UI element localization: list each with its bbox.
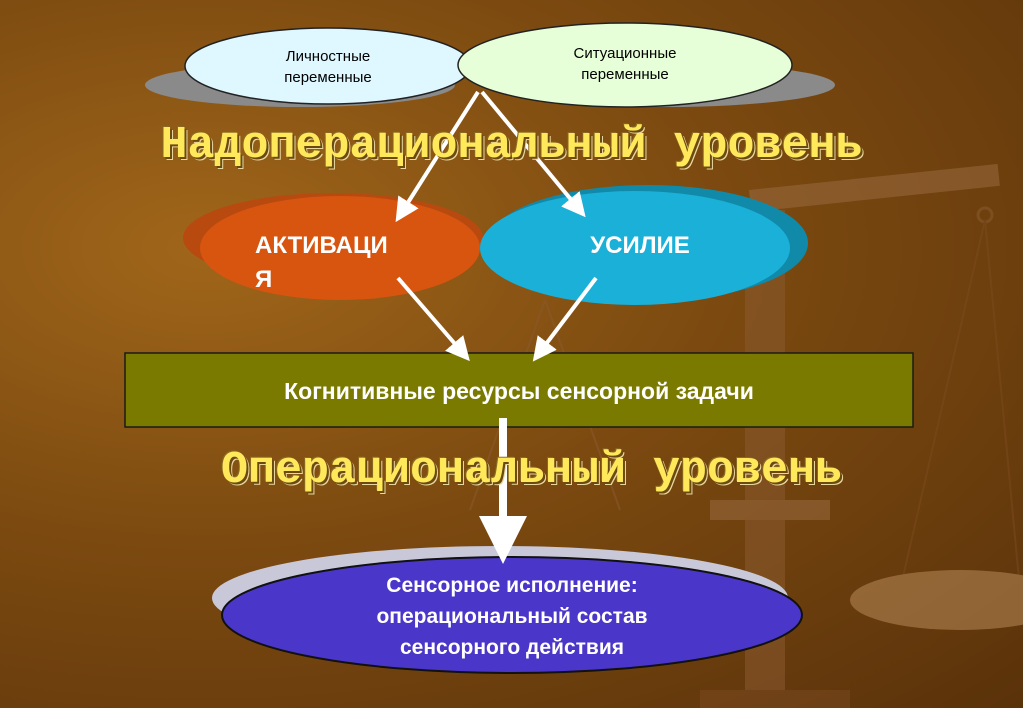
arrow-activation-to-cognitive	[396, 276, 470, 362]
sensory-execution-line1: Сенсорное исполнение:	[386, 574, 638, 597]
activation-label-line1: АКТИВАЦИ	[255, 232, 388, 259]
cognitive-resources-label: Когнитивные ресурсы сенсорной задачи	[284, 378, 754, 404]
sensory-execution-line2: операциональный состав	[376, 605, 648, 628]
arrow-effort-to-cognitive	[532, 276, 598, 362]
arrow-situational-to-effort	[480, 90, 586, 218]
effort-ellipse	[480, 191, 790, 305]
personal-variables-label: Личностные переменные	[284, 48, 372, 86]
effort-label: УСИЛИЕ	[590, 232, 690, 259]
sensory-execution-line3: сенсорного действия	[400, 636, 624, 659]
situational-variables-ellipse	[457, 22, 793, 108]
operational-level-heading: Операциональный уровень	[220, 445, 843, 496]
supra-operational-level-heading: Надоперациональный уровень	[160, 120, 863, 171]
cognitive-resources-box	[124, 352, 914, 428]
situational-variables-label: Ситуационные переменные	[573, 45, 677, 83]
activation-label-line2: Я	[255, 266, 273, 293]
arrow-situational-to-activation	[395, 90, 480, 223]
